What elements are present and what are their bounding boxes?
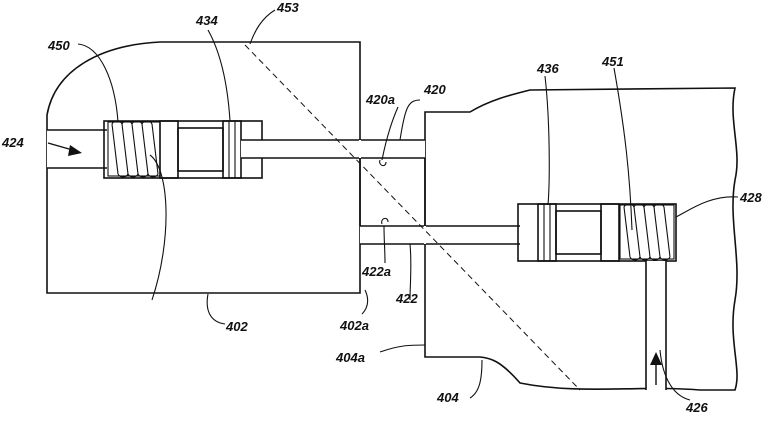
right-valve-cavity (518, 204, 676, 261)
label-426: 426 (685, 400, 708, 415)
spring-450 (108, 121, 160, 177)
label-422a: 422a (361, 264, 391, 279)
seal-422a (382, 218, 388, 224)
section-line-453 (245, 45, 580, 390)
label-404a: 404a (335, 350, 365, 365)
check-valve-436 (538, 204, 619, 261)
label-402a: 402a (339, 318, 369, 333)
check-valve-434 (160, 121, 241, 178)
label-428: 428 (739, 190, 762, 205)
flow-arrows (48, 143, 662, 385)
left-bore (47, 121, 262, 178)
label-434: 434 (195, 13, 218, 28)
label-453: 453 (276, 0, 299, 15)
label-450: 450 (47, 38, 70, 53)
label-451: 451 (601, 54, 624, 69)
label-420: 420 (423, 82, 446, 97)
interface-gap (360, 158, 425, 226)
label-402: 402 (225, 319, 248, 334)
label-424: 424 (1, 135, 24, 150)
seal-420a (380, 160, 386, 166)
passage-420 (241, 140, 425, 158)
label-436: 436 (536, 61, 559, 76)
label-420a: 420a (365, 92, 395, 107)
spring-451 (620, 204, 674, 260)
label-422: 422 (395, 291, 418, 306)
label-404: 404 (436, 390, 459, 405)
